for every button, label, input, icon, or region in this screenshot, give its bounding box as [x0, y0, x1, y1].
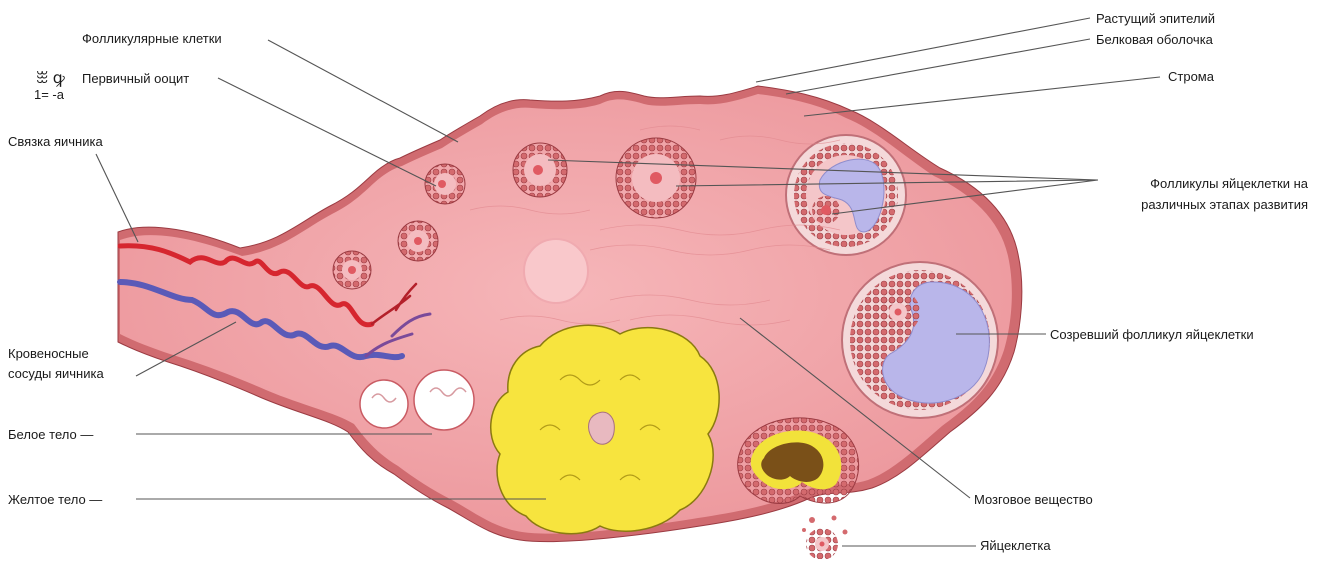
label-corpus-albicans: Белое тело —: [8, 426, 93, 443]
follicle-secondary: [616, 138, 696, 218]
label-tunica-albuginea: Белковая оболочка: [1096, 31, 1213, 48]
label-follicles-line2: различных этапах развития: [1141, 196, 1308, 213]
label-follicular-cells: Фолликулярные клетки: [82, 30, 222, 47]
label-ovum: Яйцеклетка: [980, 537, 1051, 554]
leader-follicular-cells: [268, 40, 458, 142]
label-follicles-line1: Фолликулы яйцеклетки на: [1150, 175, 1308, 192]
follicle-mature: [842, 262, 998, 418]
label-mature-follicle: Созревший фолликул яйцеклетки: [1050, 326, 1254, 343]
leader-ovary-ligament: [96, 154, 138, 242]
label-blood-vessels-line1: Кровеносные: [8, 345, 89, 362]
label-corpus-luteum: Желтое тело —: [8, 491, 102, 508]
leader-stroma: [804, 77, 1160, 116]
ovum-graphic: [802, 516, 848, 560]
follicle-small-2: [398, 221, 438, 261]
stray-glyph-bottom: 1= -а: [34, 87, 64, 102]
ruptured-follicle: [738, 418, 859, 504]
follicle-primary: [513, 143, 567, 197]
leader-growing-epithelium: [756, 18, 1090, 82]
follicle-faint: [524, 239, 588, 303]
follicle-small-3: [333, 251, 371, 289]
label-blood-vessels-line2: сосуды яичника: [8, 365, 104, 382]
label-growing-epithelium: Растущий эпителий: [1096, 10, 1215, 27]
label-primary-oocyte: Первичный ооцит: [82, 70, 189, 87]
label-medulla: Мозговое вещество: [974, 491, 1093, 508]
label-stroma: Строма: [1168, 68, 1214, 85]
label-ovary-ligament: Связка яичника: [8, 133, 103, 150]
leader-primary-oocyte: [218, 78, 436, 186]
follicle-tertiary: [786, 135, 906, 255]
corpus-luteum-graphic: [491, 325, 719, 533]
stray-glyph-top: ꖿ ꝙ: [36, 66, 65, 88]
